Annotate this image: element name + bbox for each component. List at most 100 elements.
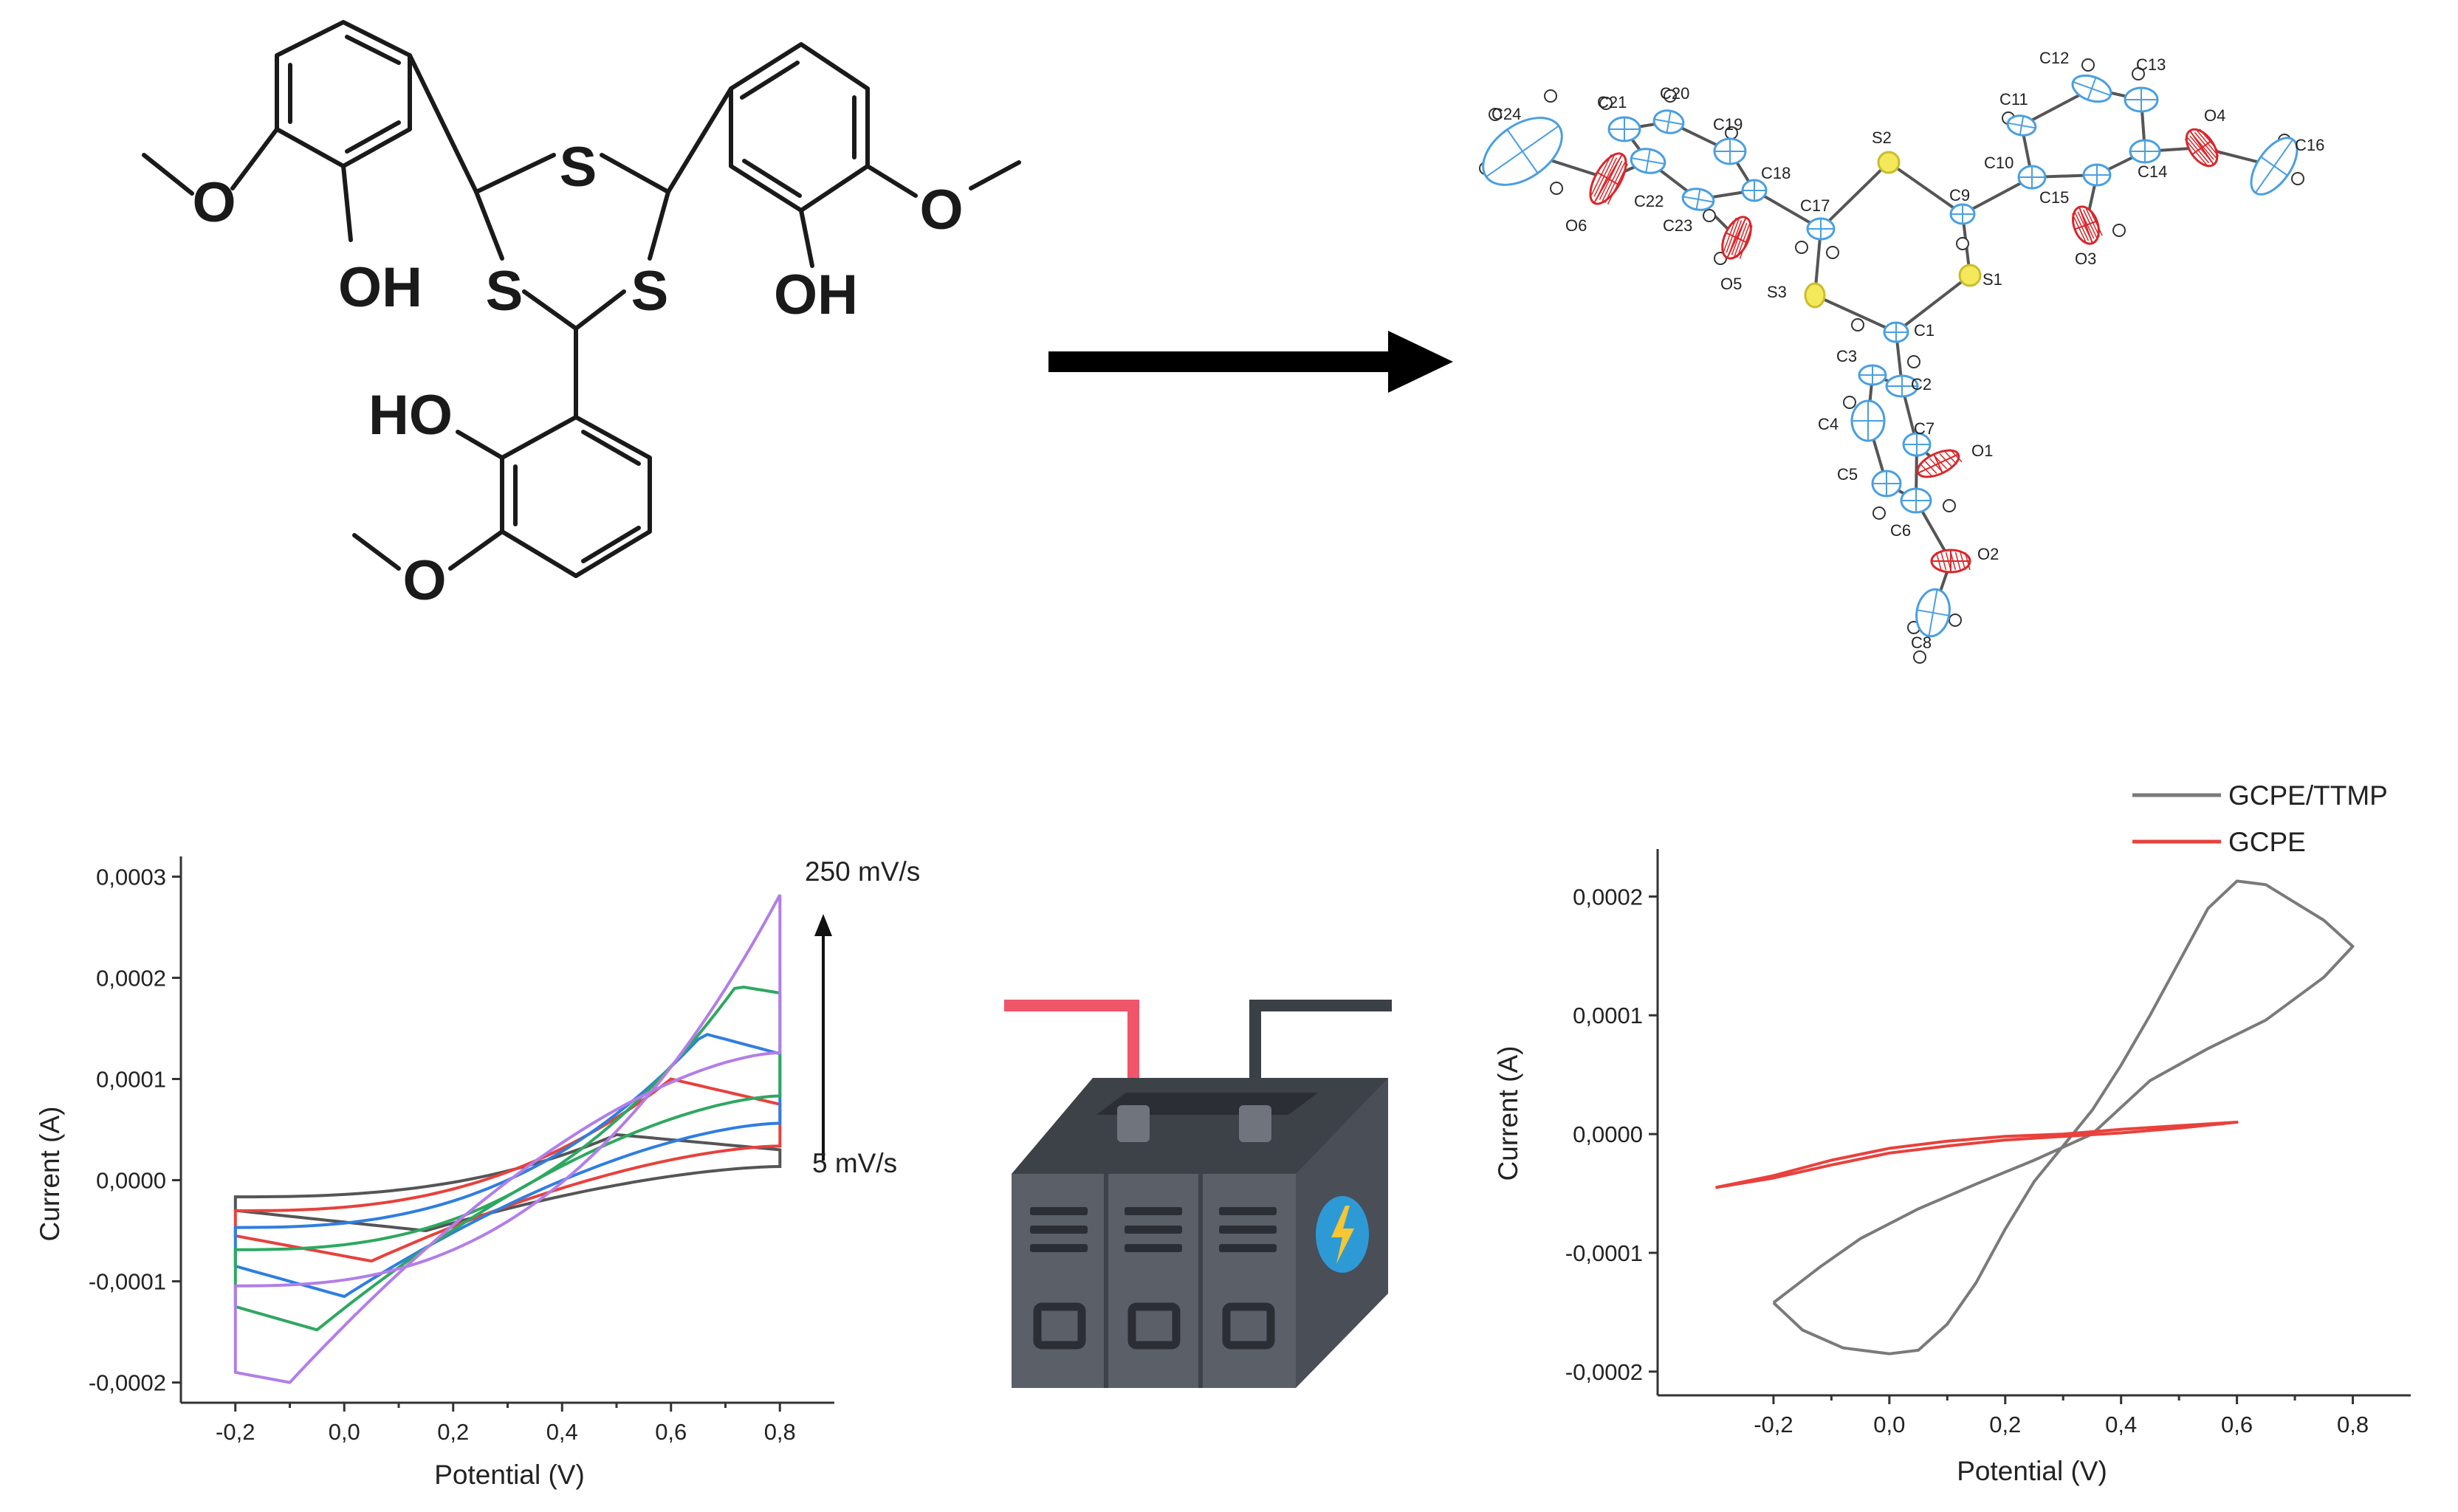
y-tick-label: 0,0003 — [96, 864, 166, 890]
ortep-label: C14 — [2138, 162, 2167, 181]
ortep-bond — [1814, 294, 1897, 334]
y-tick-label: -0,0001 — [89, 1269, 166, 1295]
x-tick-label: 0,8 — [2337, 1412, 2369, 1437]
ortep-atom-c6 — [1900, 487, 1932, 514]
y-tick-label: -0,0002 — [89, 1370, 166, 1396]
x-tick-label: 0,6 — [2221, 1412, 2253, 1437]
annotation-250mv: 250 mV/s — [805, 856, 920, 887]
scan-rate-arrow — [814, 914, 832, 1161]
ortep-label: C20 — [1660, 84, 1689, 103]
legend-label-gcpe: GCPE — [2228, 827, 2306, 857]
ortep-label: C12 — [2039, 49, 2069, 67]
ortep-atom-c18 — [1741, 179, 1768, 202]
y-tick-label: -0,0001 — [1565, 1240, 1643, 1266]
ortep-atoms — [1479, 58, 2304, 664]
ortep-label: C10 — [1984, 154, 2014, 172]
ortep-label: S2 — [1872, 128, 1892, 147]
annotation-5mv: 5 mV/s — [812, 1148, 897, 1178]
y-tick-label: 0,0000 — [96, 1168, 166, 1194]
ortep-label: C15 — [2039, 188, 2069, 207]
ortep-atom-c7 — [1902, 432, 1932, 457]
ortep-hydrogen — [1795, 241, 1808, 254]
ortep-label: C6 — [1890, 521, 1911, 540]
ortep-label: C1 — [1914, 321, 1935, 340]
x-tick-label: 0,0 — [329, 1419, 360, 1445]
cv-loop-series-4 — [233, 894, 782, 1384]
ortep-crystal-structure: C24 C21 C20 C19 C18 C22 O6 C23 O5 C17 S3… — [1479, 49, 2324, 664]
y-tick-label: 0,0002 — [1573, 884, 1643, 910]
ortep-atom-o3 — [2071, 205, 2103, 245]
positive-terminal — [1117, 1105, 1150, 1142]
ortep-atom-c14 — [2129, 139, 2161, 164]
ortep-bond — [1887, 161, 1964, 216]
ortep-label: C19 — [1713, 115, 1743, 134]
molecule-structure: S S S O O O OH OH HO — [142, 20, 1021, 612]
ortep-atom-c3 — [1858, 364, 1887, 386]
ortep-hydrogen — [2291, 172, 2304, 185]
ortep-hydrogen — [1599, 97, 1613, 110]
ortep-label: C16 — [2295, 136, 2324, 154]
ortep-atom-c20 — [1652, 109, 1685, 134]
reaction-arrow-icon — [1048, 331, 1453, 393]
ortep-label: O6 — [1565, 216, 1587, 235]
negative-terminal — [1239, 1105, 1271, 1142]
ortep-label: O2 — [1977, 545, 1999, 563]
ortep-hydrogen — [1544, 89, 1557, 103]
ortep-label: S1 — [1982, 270, 2002, 289]
x-axis-label: Potential (V) — [1957, 1456, 2107, 1486]
ortep-atom-s3 — [1804, 282, 1826, 309]
x-tick-label: 0,2 — [437, 1419, 469, 1445]
cv-loop-series-2 — [233, 1032, 782, 1299]
ortep-label: O1 — [1971, 441, 1993, 460]
ortep-atom-o4 — [2184, 128, 2222, 168]
ortep-label: C21 — [1597, 93, 1627, 111]
x-tick-label: 0,8 — [764, 1419, 796, 1445]
ortep-label: S3 — [1767, 283, 1787, 301]
y-tick-label: -0,0002 — [1565, 1359, 1643, 1385]
vent-slots — [1030, 1207, 1277, 1252]
ortep-label: C2 — [1911, 375, 1932, 394]
panel-windows — [1033, 1302, 1275, 1350]
ortep-label: C18 — [1761, 164, 1791, 182]
y-axis-label: Current (A) — [35, 1107, 65, 1242]
cv-curve-gcpe — [1715, 1121, 2239, 1189]
ortep-atom-c23 — [1681, 188, 1715, 211]
oxygen-methoxy-b: O — [919, 179, 963, 241]
x-tick-label: 0,4 — [2105, 1412, 2137, 1437]
cv-curve-gcpe-ttmp — [1772, 879, 2355, 1355]
hydroxyl-c: HO — [368, 384, 453, 447]
ortep-label: O3 — [2075, 250, 2096, 268]
ortep-atom-o2 — [1930, 549, 1971, 574]
ortep-labels: C24 C21 C20 C19 C18 C22 O6 C23 O5 C17 S3… — [1491, 49, 2324, 652]
ortep-hydrogen — [1843, 396, 1856, 409]
ortep-atom-c24 — [1482, 117, 1563, 186]
ortep-bond — [1819, 161, 1890, 230]
ortep-hydrogen — [1949, 614, 1962, 627]
ortep-label: C22 — [1634, 192, 1664, 210]
x-tick-label: 0,2 — [1989, 1412, 2021, 1437]
ortep-label: C11 — [1999, 90, 2028, 109]
ortep-label: C13 — [2136, 55, 2166, 74]
ortep-atom-c8 — [1915, 588, 1951, 638]
ortep-atom-c12 — [2071, 74, 2112, 103]
ortep-atom-s1 — [1958, 264, 1982, 287]
x-axis-label: Potential (V) — [434, 1460, 585, 1490]
ortep-label: C24 — [1491, 105, 1521, 123]
x-tick-label: 0,6 — [655, 1419, 687, 1445]
x-tick-label: -0,2 — [216, 1419, 255, 1445]
ortep-atom-c15 — [2082, 163, 2112, 187]
ortep-hydrogen — [1872, 506, 1886, 520]
cv-loop-series-1 — [233, 1077, 782, 1263]
ortep-hydrogen — [1550, 182, 1563, 195]
y-tick-label: 0,0000 — [1573, 1121, 1643, 1147]
ortep-label: C3 — [1836, 347, 1857, 365]
ortep-atom-c11 — [2006, 114, 2037, 137]
ortep-atom-c4 — [1850, 399, 1886, 442]
ortep-atom-o1 — [1916, 448, 1963, 478]
ortep-atom-c5 — [1871, 470, 1902, 498]
